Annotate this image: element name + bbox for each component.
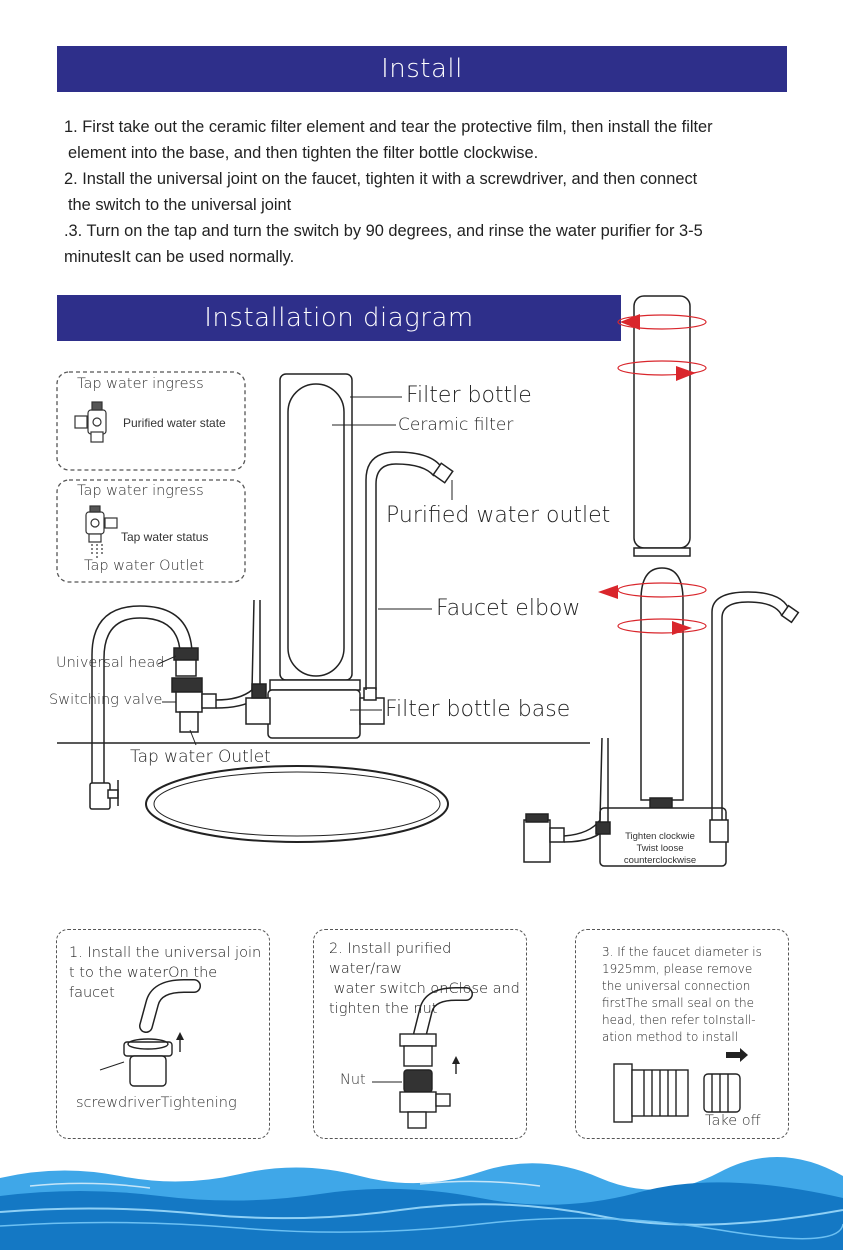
step-line: element into the base, and then tighten … bbox=[68, 144, 539, 162]
universal-joint-illustration bbox=[123, 979, 201, 1087]
card2-text: 2. Install purified water/raw water swit… bbox=[329, 939, 525, 1019]
tap-outlet-label: Tap water Outlet bbox=[130, 747, 271, 767]
step-line: 1. First take out the ceramic filter ele… bbox=[64, 118, 713, 136]
card1-line: t to the waterOn the faucet bbox=[69, 965, 218, 1001]
switching-valve-label: Switching valve bbox=[49, 692, 163, 708]
filter-bottle-label: Filter bottle bbox=[406, 383, 532, 408]
install-steps: 1. First take out the ceramic filter ele… bbox=[64, 114, 799, 270]
base-note-line: Tighten clockwie bbox=[625, 831, 695, 842]
card2-line: tighten the nut bbox=[329, 1001, 438, 1017]
card1-text: 1. Install the universal join t to the w… bbox=[69, 943, 265, 1003]
diagram-title: Installation diagram bbox=[204, 303, 474, 333]
instruction-card-1 bbox=[56, 929, 270, 1139]
card1-line: 1. Install the universal join bbox=[69, 945, 262, 961]
filter-exploded bbox=[523, 295, 800, 867]
card3-line: ation method to install bbox=[602, 1030, 739, 1044]
card3-line: head, then refer toInstall- bbox=[602, 1013, 756, 1027]
card1-caption: screwdriverTightening bbox=[76, 1095, 237, 1111]
card2-caption: Nut bbox=[340, 1072, 366, 1088]
switch-nut-illustration bbox=[399, 987, 473, 1129]
filter-assembly bbox=[245, 373, 454, 739]
box2-side-label: Tap water status bbox=[121, 530, 209, 544]
filter-base-label: Filter bottle base bbox=[385, 697, 571, 722]
instruction-card-3 bbox=[575, 929, 789, 1139]
card3-text: 3. If the faucet diameter is 1925mm, ple… bbox=[602, 944, 778, 1046]
valve-icon bbox=[85, 505, 118, 558]
purified-outlet-label: Purified water outlet bbox=[386, 503, 611, 528]
arrow-heads bbox=[598, 314, 696, 635]
valve-icon bbox=[74, 401, 107, 443]
universal-head-label: Universal head bbox=[56, 655, 165, 671]
install-title: Install bbox=[381, 54, 463, 84]
card3-line: firstThe small seal on the bbox=[602, 996, 754, 1010]
step-line: .3. Turn on the tap and turn the switch … bbox=[64, 222, 703, 240]
base-note-line: counterclockwise bbox=[623, 855, 697, 866]
step-line: 2. Install the universal joint on the fa… bbox=[64, 170, 698, 188]
base-note: Tighten clockwie Twist loose countercloc… bbox=[614, 831, 706, 867]
seal-removal-illustration bbox=[613, 1063, 741, 1123]
step-line: the switch to the universal joint bbox=[68, 196, 292, 214]
box2-top-label: Tap water ingress bbox=[77, 483, 204, 499]
ceramic-filter-label: Ceramic filter bbox=[398, 415, 514, 435]
step-line: minutesIt can be used normally. bbox=[64, 248, 295, 266]
install-banner: Install bbox=[57, 46, 787, 92]
base-note-line: Twist loose bbox=[636, 843, 684, 854]
box1-top-label: Tap water ingress bbox=[77, 376, 204, 392]
card3-line: 1925mm, please remove bbox=[602, 962, 753, 976]
box2-bottom-label: Tap water Outlet bbox=[84, 558, 205, 574]
diagram-banner: Installation diagram bbox=[57, 295, 621, 341]
card3-line: 3. If the faucet diameter is bbox=[602, 945, 762, 959]
card3-caption: Take off bbox=[705, 1113, 761, 1129]
box1-side-label: Purified water state bbox=[123, 416, 226, 430]
card2-line: water switch onClose and bbox=[329, 981, 520, 997]
faucet-elbow-label: Faucet elbow bbox=[436, 596, 581, 621]
wave-footer bbox=[0, 1156, 843, 1250]
card3-line: the universal connection bbox=[602, 979, 751, 993]
card2-line: 2. Install purified water/raw bbox=[329, 941, 452, 977]
instruction-card-2 bbox=[313, 929, 527, 1139]
